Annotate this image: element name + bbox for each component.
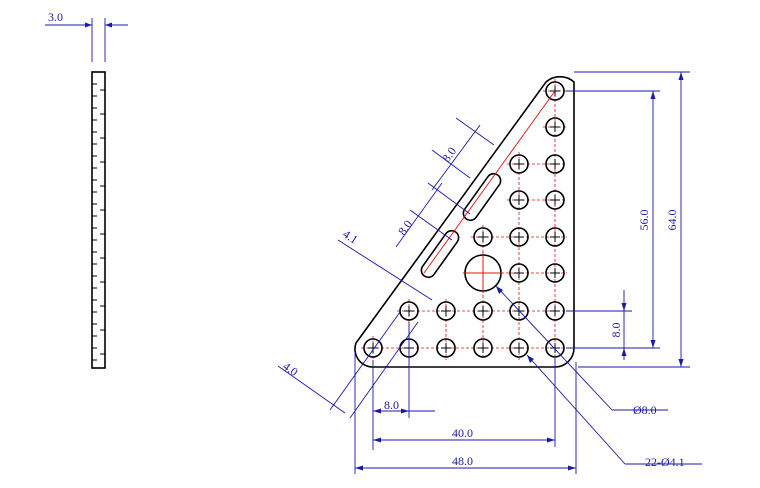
small-hole xyxy=(509,227,529,247)
dim-row-arrow-bottom xyxy=(621,348,627,356)
small-hole xyxy=(545,227,565,247)
slot-centerline xyxy=(423,90,556,274)
dim-slot-b-ext-1 xyxy=(409,209,453,241)
dim-48-arrow-left xyxy=(355,465,363,471)
small-hole xyxy=(436,301,456,321)
leader-small-holes xyxy=(526,354,626,465)
side-view-outline xyxy=(91,71,106,369)
small-hole xyxy=(545,190,565,210)
dim-slot-width-label: 4.1 xyxy=(340,227,360,247)
dim-slot-a-line xyxy=(431,124,481,191)
dim-edge-label: 4.0 xyxy=(280,359,300,379)
dim-row-label: 8.0 xyxy=(609,323,623,338)
dim-edge-ext-1 xyxy=(329,311,401,411)
center-hole-label: Ø8.0 xyxy=(633,403,657,417)
small-hole xyxy=(473,338,493,358)
small-hole xyxy=(436,338,456,358)
dim-56-arrow-top xyxy=(650,91,656,99)
dimensions: 64.0 56.0 8.0 8.0 40.0 48.0 xyxy=(277,71,702,474)
plate xyxy=(354,75,575,368)
dim-slot-b-label: 8.0 xyxy=(395,217,415,237)
small-hole xyxy=(509,263,529,283)
small-holes-label: 22-Ø4.1 xyxy=(645,455,685,469)
plate-outline xyxy=(354,75,575,368)
small-hole xyxy=(545,301,565,321)
small-hole xyxy=(399,301,419,321)
dim-48-arrow-right xyxy=(568,465,576,471)
small-hole xyxy=(363,338,383,358)
dim-56-arrow-bottom xyxy=(650,340,656,348)
small-hole xyxy=(473,301,493,321)
small-hole xyxy=(473,227,493,247)
dim-64-arrow-top xyxy=(678,72,684,80)
dim-56-label: 56.0 xyxy=(637,210,651,231)
dim-edge-ext-2 xyxy=(349,321,419,419)
dim-slot-b-ext-2 xyxy=(427,182,471,215)
small-hole xyxy=(509,154,529,174)
small-hole xyxy=(509,190,529,210)
thickness-label: 3.0 xyxy=(48,10,63,24)
dim-pitch-arrow-left xyxy=(373,408,381,414)
small-hole xyxy=(545,338,565,358)
slot-lower xyxy=(420,229,460,279)
small-hole xyxy=(545,117,565,137)
dim-edge-line xyxy=(277,365,346,414)
side-view-ticks xyxy=(92,83,105,361)
dim-pitch-arrow-right xyxy=(401,408,409,414)
side-view: 3.0 xyxy=(45,10,128,369)
leader-center-hole xyxy=(495,285,613,411)
small-hole xyxy=(545,154,565,174)
slot-upper xyxy=(462,172,502,222)
thickness-arrow-left xyxy=(85,22,92,28)
dim-pitch-label: 8.0 xyxy=(384,398,399,412)
dim-40-label: 40.0 xyxy=(452,426,473,440)
dim-slot-b-line xyxy=(395,182,443,248)
centerline-grid xyxy=(361,79,567,360)
dim-48-label: 48.0 xyxy=(452,454,473,468)
dim-row-arrow-top xyxy=(621,303,627,311)
dim-40-arrow-right xyxy=(547,437,555,443)
small-hole xyxy=(509,338,529,358)
thickness-arrow-right xyxy=(105,22,112,28)
dim-40-arrow-left xyxy=(373,437,381,443)
hole-pattern xyxy=(363,81,565,358)
leader-center-hole-arrow xyxy=(496,286,503,294)
dim-64-label: 64.0 xyxy=(665,210,679,231)
dim-slot-a-label: 8.0 xyxy=(439,144,459,164)
leader-slot-width xyxy=(337,239,433,301)
leader-small-holes-arrow xyxy=(527,355,534,363)
dim-64-arrow-bottom xyxy=(678,359,684,367)
small-hole xyxy=(545,263,565,283)
